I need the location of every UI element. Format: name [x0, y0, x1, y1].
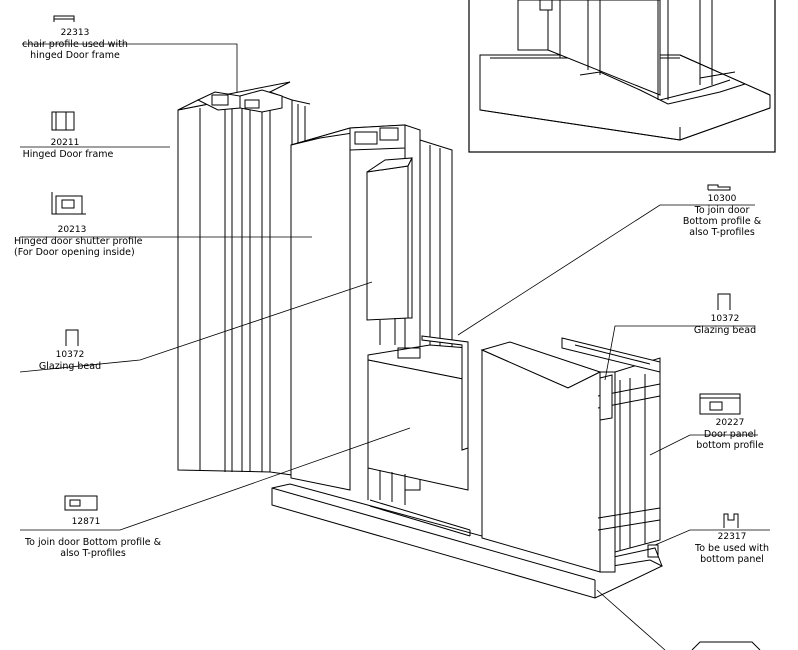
desc-20211: Hinged Door frame: [22, 149, 114, 160]
profile-icon-bottom-partial: [691, 641, 761, 650]
leader-lines: [19, 43, 770, 650]
profile-icon-10372-right: [717, 293, 731, 310]
door-panel-right: [480, 337, 661, 573]
desc-20227-line1: Door panel: [703, 429, 757, 440]
desc-10300-line3: also T-profiles: [689, 227, 755, 238]
desc-22317-line2: bottom panel: [700, 554, 764, 565]
desc-12871-line2: also T-profiles: [60, 548, 126, 559]
glazing-bead-left: [366, 157, 413, 345]
callout-10372-right: 10372 Glazing bead: [680, 314, 770, 336]
code-10372-right: 10372: [710, 314, 740, 324]
callout-22317: 22317 To be used with bottom panel: [682, 532, 782, 565]
code-22317: 22317: [717, 532, 747, 542]
callout-12871: 12871 To join door Bottom profile & also…: [18, 517, 168, 559]
callout-10372-left: 10372 Glazing bead: [30, 350, 110, 372]
desc-22313-line1: chair profile used with: [22, 39, 128, 50]
code-20213: 20213: [57, 225, 87, 235]
inset-detail: [468, 0, 776, 153]
profile-icon-12871: [64, 495, 98, 511]
desc-22317-line1: To be used with: [695, 543, 769, 554]
callout-20211: 20211 Hinged Door frame: [16, 138, 120, 160]
code-10300: 10300: [707, 194, 737, 204]
profile-icon-20227: [699, 393, 741, 415]
desc-10372-right: Glazing bead: [693, 325, 757, 336]
desc-12871-line1: To join door Bottom profile &: [24, 537, 162, 548]
door-bottom-panel: [367, 335, 469, 505]
code-12871: 12871: [71, 517, 101, 527]
code-20227: 20227: [715, 418, 745, 428]
code-10372-left: 10372: [55, 350, 85, 360]
profile-icon-20213: [51, 192, 86, 215]
callout-20213: 20213 Hinged door shutter profile (For D…: [14, 225, 144, 258]
callout-10300: 10300 To join door Bottom profile & also…: [672, 194, 772, 238]
bottom-sill: [271, 483, 664, 599]
desc-20213-line2: (For Door opening inside): [14, 247, 135, 258]
profile-icon-22313: [53, 15, 75, 22]
code-20211: 20211: [50, 138, 80, 148]
profile-icon-10372-left: [65, 329, 79, 346]
profile-icon-10300: [707, 184, 731, 191]
desc-20227-line2: bottom profile: [696, 440, 764, 451]
desc-10372-left: Glazing bead: [38, 361, 102, 372]
profile-icon-20211: [51, 111, 75, 131]
desc-10300-line2: Bottom profile &: [682, 216, 762, 227]
desc-10300-line1: To join door: [694, 205, 750, 216]
desc-22313-line2: hinged Door frame: [30, 50, 120, 61]
profile-icon-22317: [723, 513, 739, 528]
code-22313: 22313: [60, 28, 90, 38]
callout-22313: 22313 chair profile used with hinged Doo…: [10, 28, 140, 61]
hinged-door-frame: [177, 81, 311, 476]
desc-20213-line1: Hinged door shutter profile: [14, 236, 143, 247]
callout-20227: 20227 Door panel bottom profile: [680, 418, 780, 451]
